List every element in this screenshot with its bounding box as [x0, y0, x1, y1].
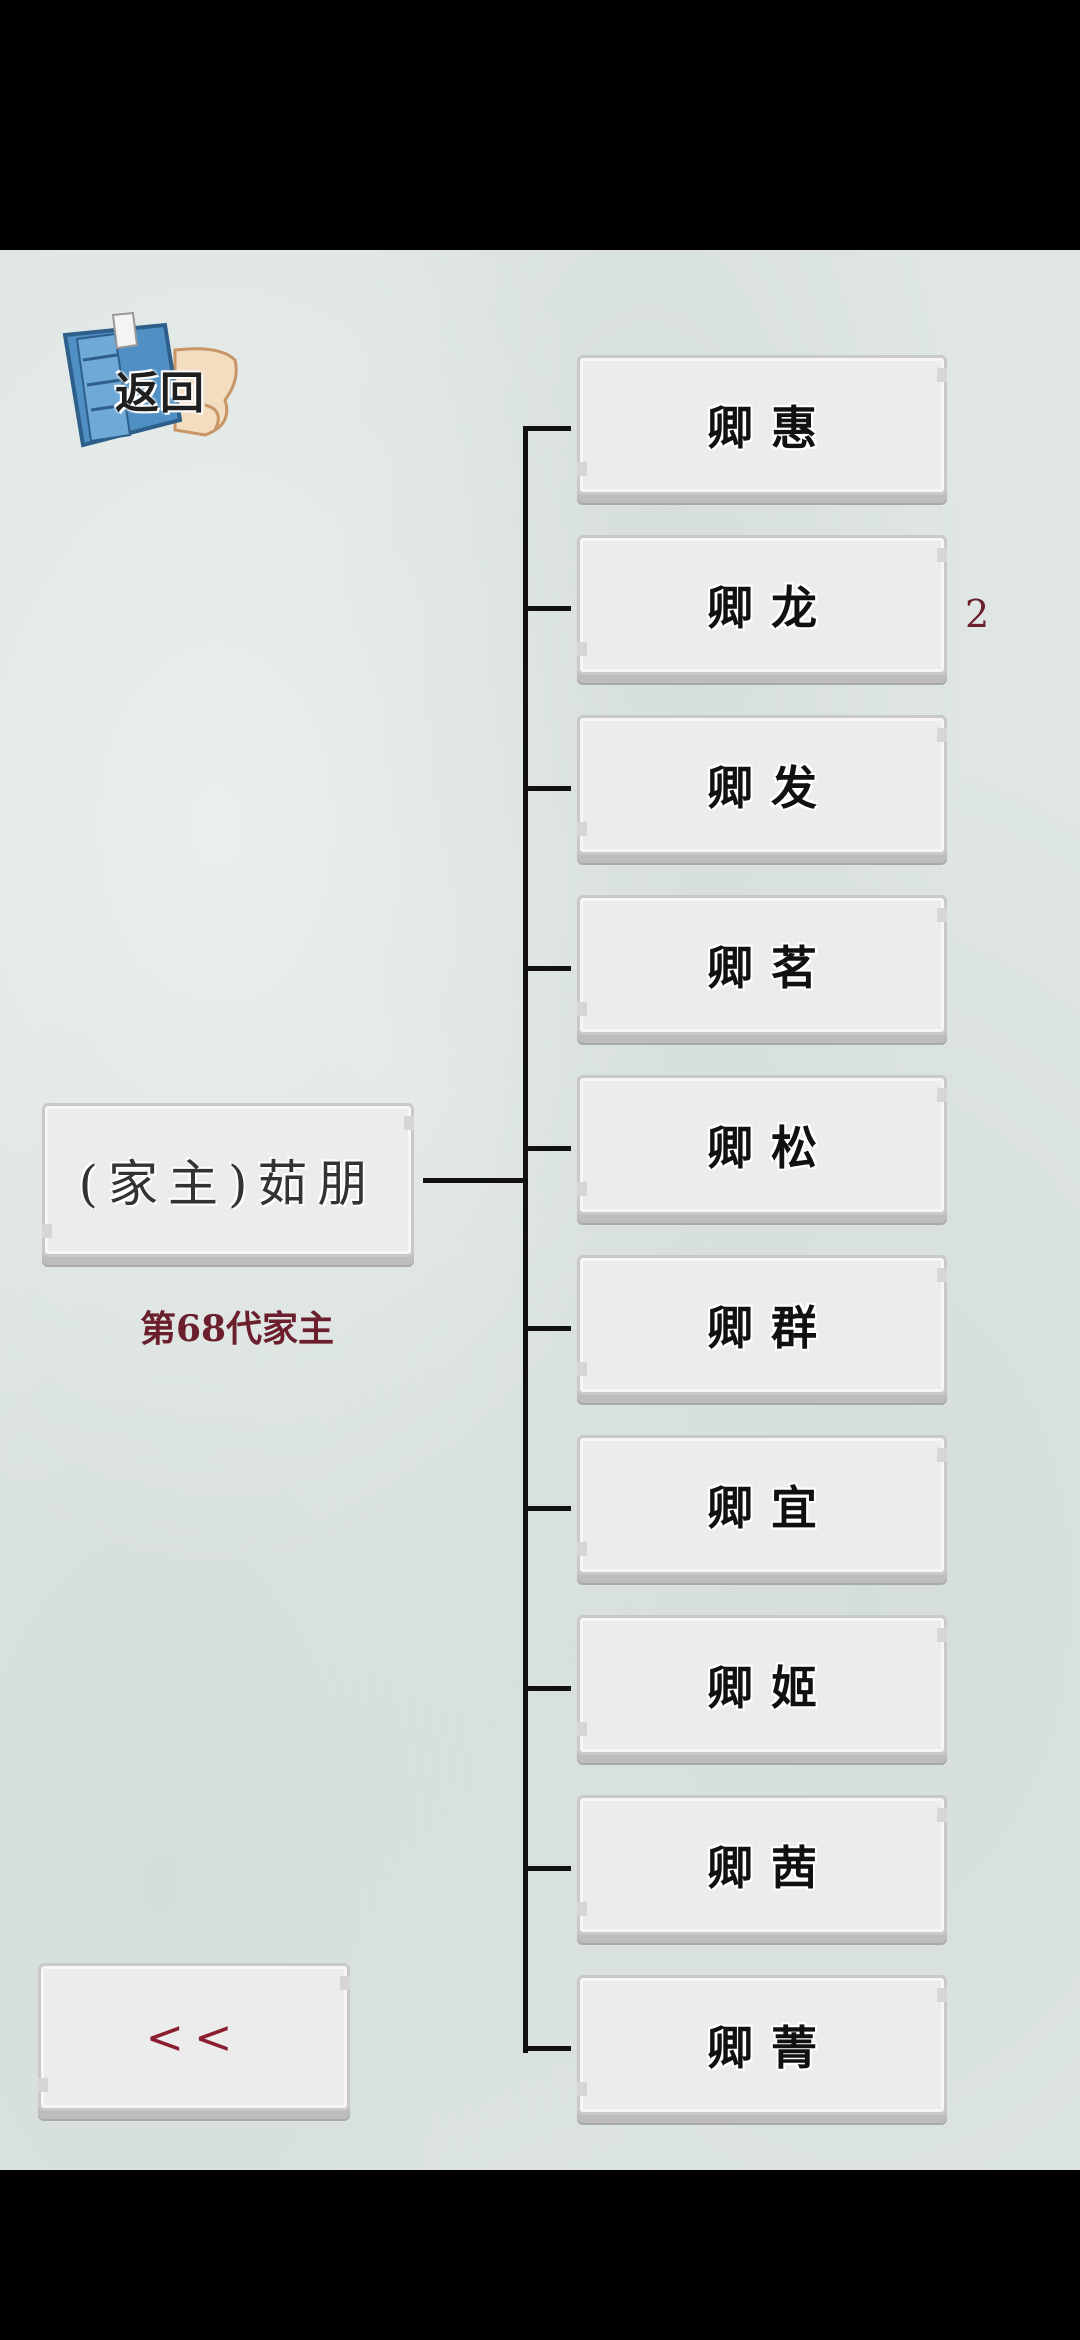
child-count-badge: 2 [965, 592, 990, 636]
child-member-name: 卿松 [707, 1121, 835, 1175]
tree-branch-line [523, 1686, 571, 1691]
previous-generation-button[interactable]: << [38, 1963, 350, 2111]
child-member-button[interactable]: 卿宜 [577, 1435, 947, 1575]
child-member-name: 卿姬 [707, 1661, 835, 1715]
child-member-name: 卿群 [707, 1301, 835, 1355]
tree-branch-line [523, 786, 571, 791]
child-member-name: 卿茗 [707, 941, 835, 995]
child-member-button[interactable]: 卿龙 [577, 535, 947, 675]
tree-branch-line [523, 1866, 571, 1871]
tree-branch-line [523, 1506, 571, 1511]
child-member-button[interactable]: 卿松 [577, 1075, 947, 1215]
child-member-name: 卿茜 [707, 1841, 835, 1895]
child-member-name: 卿菁 [707, 2021, 835, 2075]
child-member-name: 卿惠 [707, 401, 835, 455]
tree-branch-line [523, 1326, 571, 1331]
status-bar-area [0, 0, 1080, 250]
back-button[interactable]: 返回 [55, 305, 245, 455]
tree-branch-line [523, 966, 571, 971]
family-head-name: (家主)茹朋 [78, 1155, 378, 1213]
tree-trunk-line [523, 428, 528, 2053]
child-member-button[interactable]: 卿群 [577, 1255, 947, 1395]
child-member-button[interactable]: 卿茗 [577, 895, 947, 1035]
child-member-name: 卿宜 [707, 1481, 835, 1535]
child-member-name: 卿龙 [707, 581, 835, 635]
tree-branch-line [523, 2046, 571, 2051]
child-member-button[interactable]: 卿发 [577, 715, 947, 855]
child-member-button[interactable]: 卿惠 [577, 355, 947, 495]
child-member-name: 卿发 [707, 761, 835, 815]
tree-branch-line [523, 606, 571, 611]
back-label: 返回 [115, 368, 205, 419]
book-scroll-icon [62, 311, 238, 448]
child-member-button[interactable]: 卿茜 [577, 1795, 947, 1935]
tree-branch-line [523, 426, 571, 431]
tree-branch-line [523, 1146, 571, 1151]
family-head-card[interactable]: (家主)茹朋 [42, 1103, 414, 1257]
generation-label: 第68代家主 [139, 1308, 335, 1350]
previous-button-label: << [145, 2010, 243, 2064]
child-member-button[interactable]: 卿菁 [577, 1975, 947, 2115]
child-member-button[interactable]: 卿姬 [577, 1615, 947, 1755]
head-connector-line [423, 1178, 528, 1183]
navigation-bar-area [0, 2170, 1080, 2340]
